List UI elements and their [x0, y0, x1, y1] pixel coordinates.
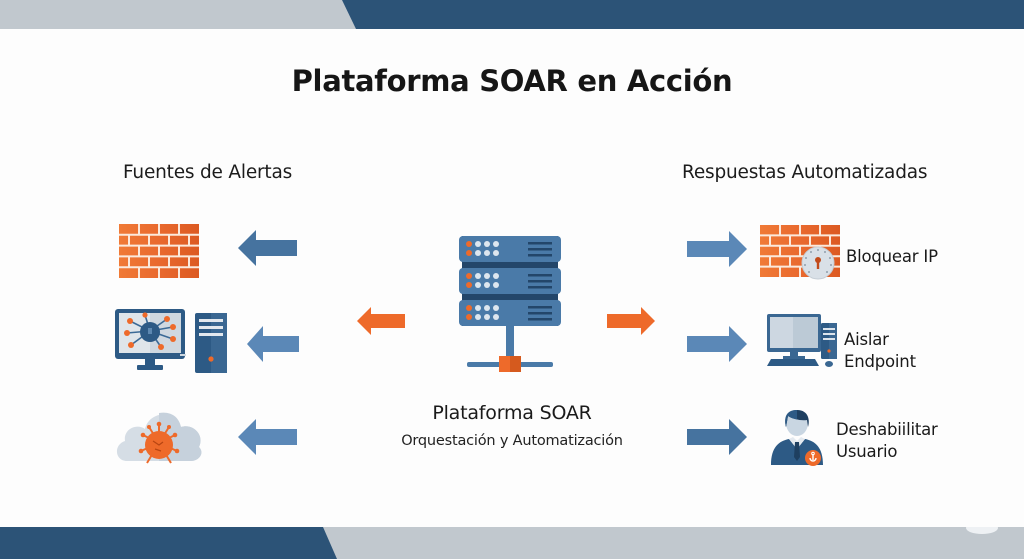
- soar-platform-title: Plataforma SOAR: [432, 402, 592, 424]
- firewall-lock-icon: [760, 225, 840, 281]
- bottom-decorative-band: [0, 527, 1024, 559]
- arrow-right-icon: [687, 231, 747, 267]
- firewall-icon: [119, 224, 199, 278]
- top-decorative-band: [0, 0, 1024, 29]
- cloud-malware-icon: [113, 405, 205, 470]
- disable-user-label: Deshabiilitar Usuario: [836, 419, 938, 463]
- desktop-computer-icon: [763, 314, 837, 368]
- isolate-endpoint-label: Aislar Endpoint: [844, 329, 916, 373]
- arrow-right-icon: [687, 326, 747, 362]
- alert-sources-header: Fuentes de Alertas: [123, 162, 293, 183]
- isolate-endpoint-label-line-1: Aislar: [844, 330, 889, 349]
- orange-arrow-right-icon: [607, 307, 655, 335]
- user-disable-icon: [771, 403, 823, 467]
- block-ip-label-line: Bloquear IP: [846, 247, 938, 266]
- server-rack-icon: [459, 236, 561, 372]
- disable-user-label-line-1: Deshabiilitar: [836, 420, 938, 439]
- page-title: Plataforma SOAR en Acción: [291, 64, 733, 98]
- block-ip-label: Bloquear IP: [846, 246, 938, 268]
- automated-responses-header: Respuestas Automatizadas: [682, 162, 928, 183]
- arrow-right-icon: [687, 419, 747, 455]
- arrow-left-icon: [247, 326, 299, 362]
- orange-arrow-left-icon: [357, 307, 405, 335]
- arrow-left-icon: [238, 419, 298, 455]
- infected-computer-icon: [115, 307, 230, 375]
- arrow-left-icon: [238, 230, 298, 266]
- disable-user-label-line-2: Usuario: [836, 442, 898, 461]
- soar-platform-subtitle: Orquestación y Automatización: [401, 433, 623, 449]
- isolate-endpoint-label-line-2: Endpoint: [844, 352, 916, 371]
